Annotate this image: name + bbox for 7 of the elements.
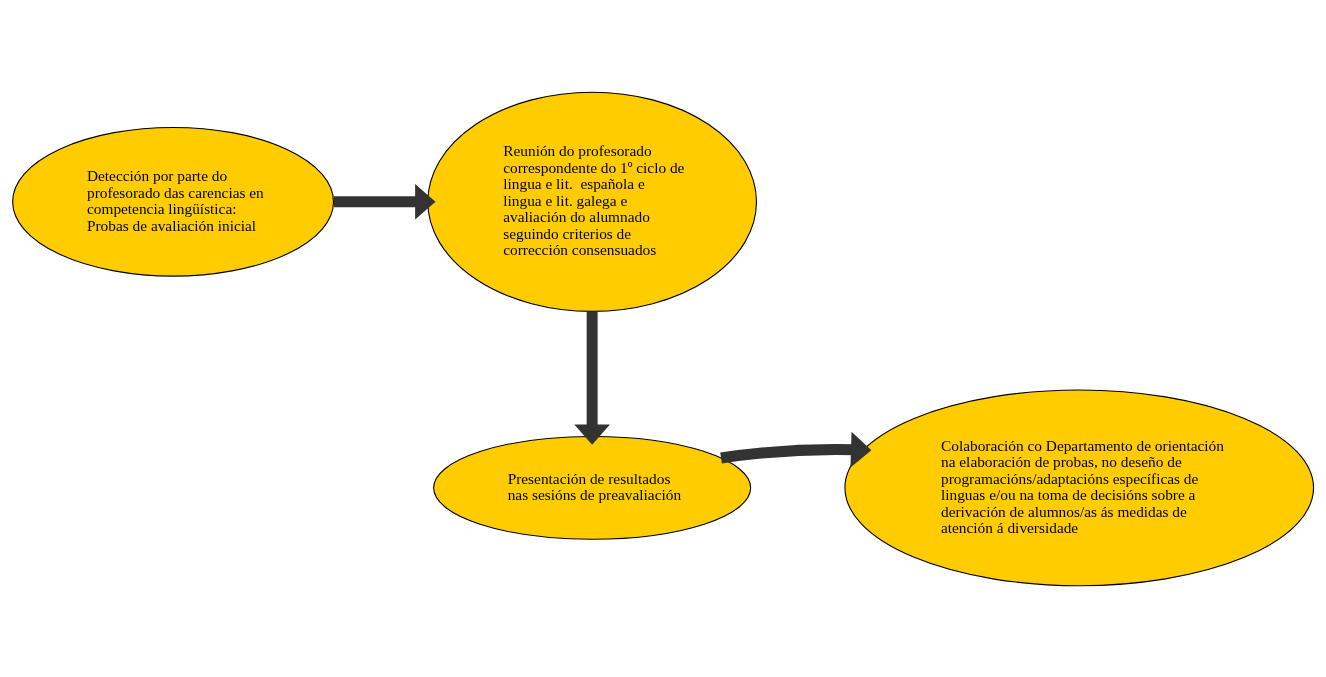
arrow [333,183,436,220]
node-ellipse: Detección por parte do profesorado das carencias en competencia lingüística: Probas de avaliación inicial [12,126,335,277]
arrow [720,431,872,467]
node-ellipse: Presentación de resultados nas sesións de preavaliación [433,435,752,540]
arrow [574,310,610,445]
node-ellipse: Reunión do profesorado correspondente do 1º ciclo de lingua e lit. española e lingua e lit. galega e avaliación do alumnado seguindo criterios de corrección consensuados [427,91,758,312]
node-ellipse: Colaboración co Departamento de orientación na elaboración de probas, no deseño de programacións/adaptacións específicas de linguas e/ou na toma de decisións sobre a derivación de alumnos/as ás medidas de atención á diversidade [844,388,1315,586]
